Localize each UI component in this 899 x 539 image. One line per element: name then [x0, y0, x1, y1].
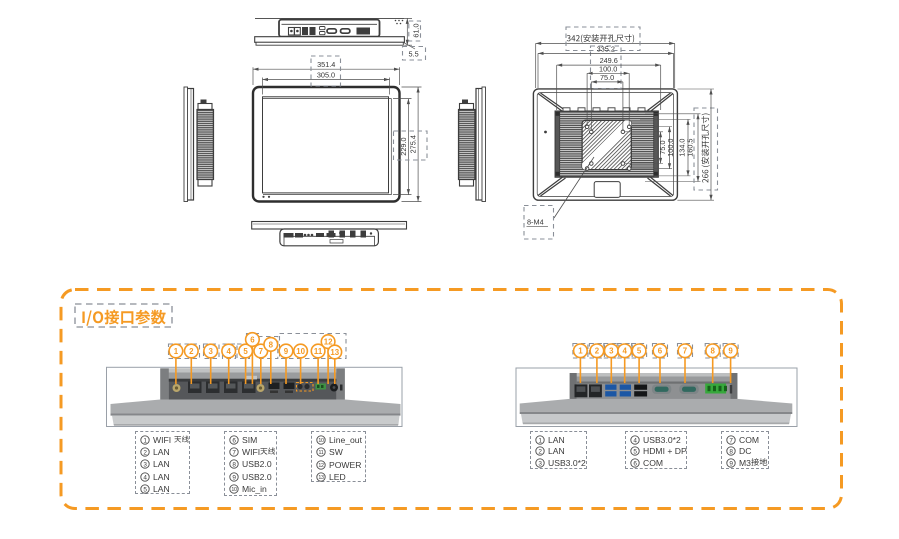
svg-text:7: 7	[729, 437, 733, 444]
svg-text:2: 2	[538, 449, 542, 456]
svg-text:3: 3	[538, 460, 542, 467]
svg-text:8-M4: 8-M4	[527, 218, 544, 227]
svg-text:9: 9	[284, 347, 289, 356]
svg-text:10: 10	[318, 438, 324, 444]
svg-text:5: 5	[143, 486, 147, 493]
svg-text:12: 12	[318, 463, 324, 469]
svg-text:11: 11	[319, 450, 324, 456]
svg-text:3: 3	[209, 347, 214, 356]
svg-text:2: 2	[143, 449, 147, 456]
svg-text:1: 1	[143, 437, 147, 444]
svg-text:13: 13	[330, 348, 339, 357]
svg-text:75.0: 75.0	[658, 140, 667, 154]
svg-text:160.5: 160.5	[686, 139, 695, 157]
svg-text:305.0: 305.0	[317, 71, 335, 80]
svg-text:8: 8	[729, 449, 733, 456]
svg-text:2: 2	[189, 347, 194, 356]
svg-text:4: 4	[143, 474, 147, 481]
svg-text:7: 7	[259, 347, 264, 356]
svg-text:75.0: 75.0	[600, 73, 614, 82]
svg-text:5: 5	[243, 347, 248, 356]
svg-text:249.6: 249.6	[600, 56, 618, 65]
svg-text:6: 6	[658, 347, 663, 356]
svg-text:275.4: 275.4	[408, 135, 417, 153]
svg-text:2: 2	[595, 347, 600, 356]
svg-text:3: 3	[143, 462, 147, 469]
svg-text:134.0: 134.0	[678, 139, 687, 157]
svg-text:10: 10	[296, 347, 305, 356]
svg-text:13: 13	[318, 475, 324, 481]
svg-text:11: 11	[314, 347, 323, 356]
svg-text:7: 7	[232, 449, 236, 456]
svg-text:3: 3	[609, 347, 614, 356]
svg-text:5: 5	[637, 347, 642, 356]
svg-text:6: 6	[250, 335, 255, 344]
svg-text:10: 10	[231, 487, 237, 493]
svg-text:4: 4	[623, 347, 628, 356]
svg-text:61.0: 61.0	[411, 23, 420, 37]
svg-text:8: 8	[269, 340, 274, 349]
svg-text:6: 6	[232, 437, 236, 444]
svg-text:9: 9	[728, 347, 733, 356]
svg-text:6: 6	[633, 460, 637, 467]
svg-text:100.0: 100.0	[666, 139, 675, 157]
svg-text:100.0: 100.0	[599, 64, 617, 73]
svg-text:4: 4	[227, 347, 232, 356]
svg-text:229.0: 229.0	[399, 137, 408, 155]
svg-text:351.4: 351.4	[317, 60, 335, 69]
svg-text:9: 9	[232, 474, 236, 481]
svg-text:335.2: 335.2	[597, 44, 615, 53]
svg-text:5: 5	[633, 449, 637, 456]
svg-text:8: 8	[711, 347, 716, 356]
svg-text:9: 9	[729, 460, 733, 467]
svg-text:12: 12	[324, 338, 333, 347]
svg-text:7: 7	[683, 347, 688, 356]
svg-text:1: 1	[538, 437, 542, 444]
svg-text:4: 4	[633, 437, 637, 444]
svg-text:5.5: 5.5	[409, 50, 419, 59]
svg-text:1: 1	[174, 347, 179, 356]
svg-text:1: 1	[578, 347, 583, 356]
svg-text:8: 8	[232, 462, 236, 469]
